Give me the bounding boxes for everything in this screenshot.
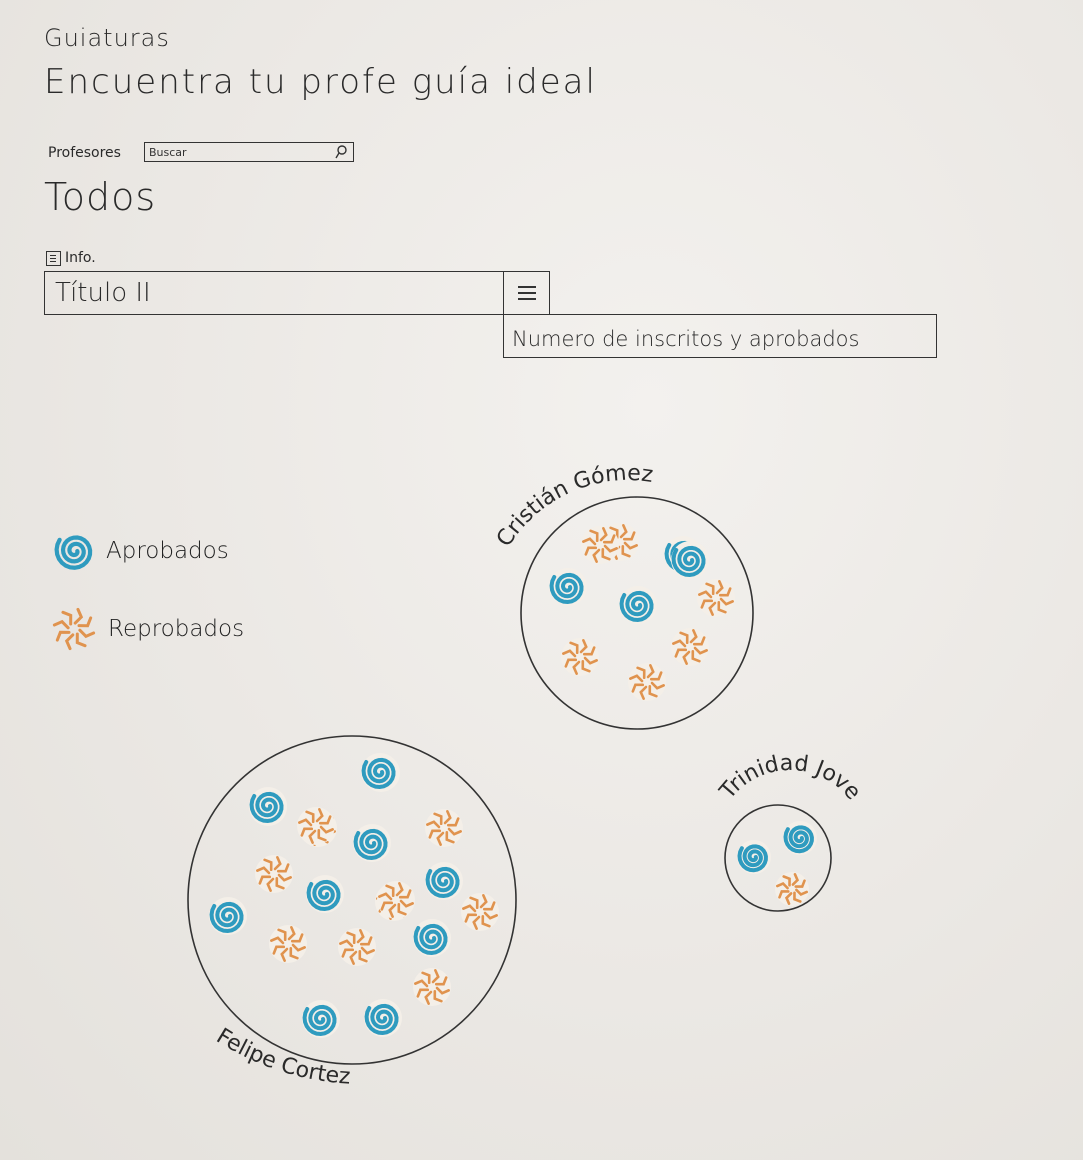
tooltip-text: Numero de inscritos y aprobados bbox=[512, 327, 860, 351]
failed-mark bbox=[297, 807, 335, 845]
failed-mark bbox=[425, 809, 463, 847]
professor-bubble-outline bbox=[187, 735, 517, 1065]
approved-mark bbox=[353, 824, 391, 862]
professor-bubble[interactable] bbox=[187, 735, 517, 1065]
search-label: Profesores bbox=[48, 145, 121, 161]
approved-mark bbox=[249, 787, 287, 825]
search-box[interactable] bbox=[144, 142, 354, 162]
failed-mark bbox=[377, 881, 415, 919]
legend-item-approved: Aprobados bbox=[52, 528, 229, 574]
legend-label-approved: Aprobados bbox=[106, 538, 229, 564]
title-bar-text: Título II bbox=[55, 278, 151, 308]
approved-mark bbox=[425, 862, 463, 900]
approved-mark bbox=[306, 875, 344, 913]
info-label: Info. bbox=[65, 250, 96, 266]
title-bar: Título II bbox=[44, 271, 504, 315]
failed-mark bbox=[338, 928, 376, 966]
filter-title: Todos bbox=[44, 175, 157, 219]
tooltip: Numero de inscritos y aprobados bbox=[503, 314, 937, 358]
menu-icon bbox=[46, 250, 61, 266]
search-icon[interactable] bbox=[333, 144, 349, 160]
failed-mark bbox=[413, 968, 451, 1006]
approved-mark bbox=[783, 821, 817, 855]
page-subtitle: Encuentra tu profe guía ideal bbox=[44, 62, 597, 102]
failed-mark bbox=[775, 872, 809, 906]
failed-mark bbox=[461, 893, 499, 931]
failed-mark bbox=[671, 628, 709, 666]
burst-icon bbox=[52, 607, 96, 651]
spiral-icon bbox=[54, 535, 93, 570]
failed-mark bbox=[581, 526, 619, 564]
approved-mark bbox=[413, 919, 451, 957]
approved-mark bbox=[302, 1000, 340, 1038]
failed-mark bbox=[561, 638, 599, 676]
professor-bubble[interactable] bbox=[520, 496, 754, 730]
approved-mark bbox=[364, 999, 402, 1037]
failed-mark bbox=[269, 925, 307, 963]
failed-mark bbox=[697, 579, 735, 617]
professor-bubble-outline bbox=[520, 496, 754, 730]
professor-bubble-outline bbox=[724, 804, 832, 912]
approved-mark bbox=[209, 897, 247, 935]
approved-mark bbox=[619, 586, 657, 624]
info-button[interactable]: Info. bbox=[46, 250, 96, 266]
approved-mark bbox=[737, 840, 771, 874]
app-title: Guiaturas bbox=[44, 24, 170, 52]
failed-mark bbox=[628, 663, 666, 701]
approved-mark bbox=[671, 541, 709, 579]
legend-label-failed: Reprobados bbox=[108, 616, 245, 642]
professor-name-trinidad[interactable]: Trinidad Jove bbox=[715, 751, 866, 805]
search-input[interactable] bbox=[149, 144, 329, 160]
approved-mark bbox=[361, 753, 399, 791]
professor-bubble[interactable] bbox=[724, 804, 832, 912]
failed-mark bbox=[255, 855, 293, 893]
legend-item-failed: Reprobados bbox=[48, 605, 244, 653]
approved-mark bbox=[549, 568, 587, 606]
